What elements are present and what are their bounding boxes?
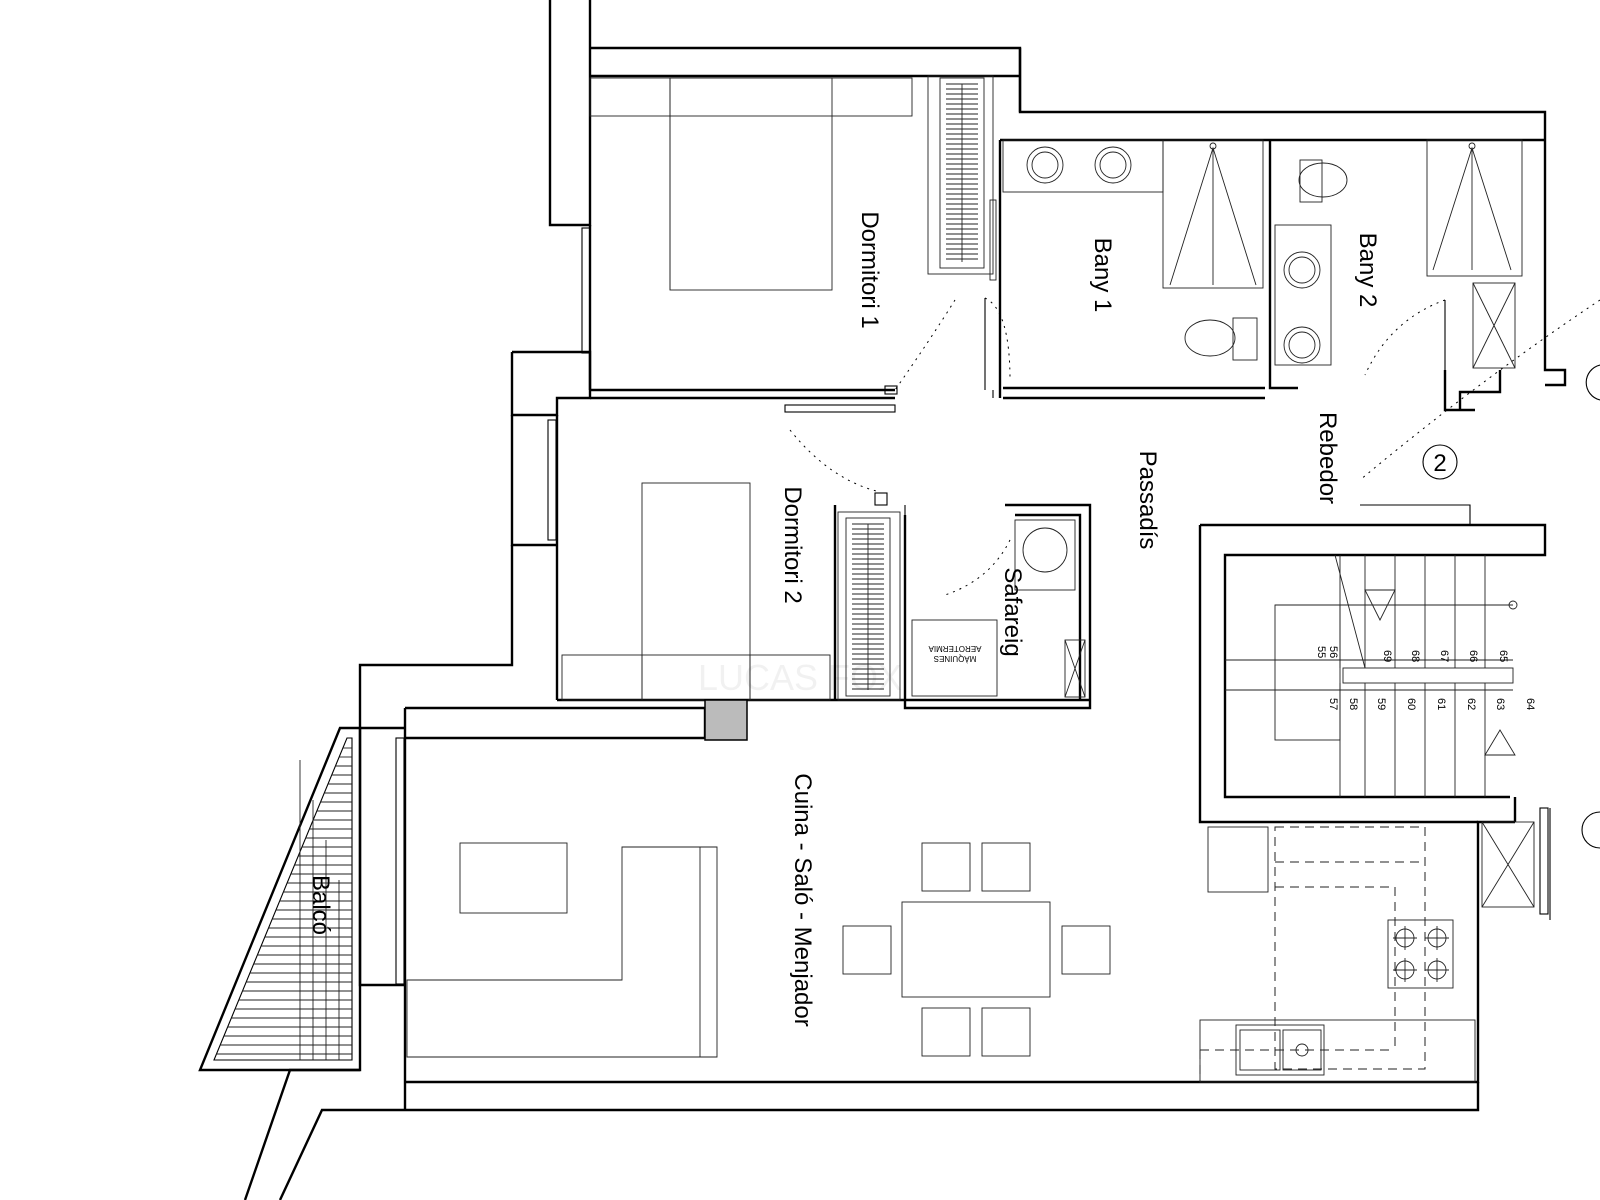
step-number: 67 [1438, 650, 1450, 662]
step-number: 58 [1347, 698, 1359, 710]
step-number: 64 [1524, 698, 1536, 710]
room-labels: Dormitori 1 Bany 1 Bany 2 Rebedor Passad… [307, 211, 1381, 1026]
step-number: 59 [1375, 698, 1387, 710]
step-number: 55 [1315, 646, 1327, 658]
bathroom-2-fixtures [1274, 139, 1523, 376]
label-dormitori-1: Dormitori 1 [856, 211, 883, 328]
label-safareig: Safareig [999, 567, 1026, 656]
bedroom-2-furniture [561, 404, 906, 741]
living-dining-furniture [406, 842, 1111, 1058]
laundry-fixtures: MÀQUINES AEROTERMIA [911, 519, 1086, 698]
label-dormitori-2: Dormitori 2 [779, 486, 806, 603]
step-number: 66 [1467, 650, 1479, 662]
entrance-marker-circle [1422, 444, 1458, 480]
step-number: 68 [1409, 650, 1421, 662]
label-bany-2: Bany 2 [1354, 233, 1381, 308]
bathroom-1-fixtures [984, 139, 1264, 398]
watermark: LUCAS FOX [698, 657, 902, 698]
windows [395, 227, 1549, 985]
label-cuina-salo-menjador: Cuina - Saló - Menjador [789, 773, 816, 1026]
machines-label-2: AEROTERMIA [928, 644, 982, 653]
step-number: 63 [1494, 698, 1506, 710]
step-number: 60 [1405, 698, 1417, 710]
label-rebedor: Rebedor [1314, 412, 1341, 504]
step-number: 69 [1381, 650, 1393, 662]
bedroom-1-furniture [589, 75, 997, 395]
label-balco: Balcó [307, 875, 334, 935]
step-number: 65 [1497, 650, 1509, 662]
label-bany-1: Bany 1 [1089, 238, 1116, 313]
step-number: 61 [1435, 698, 1447, 710]
balcony [198, 726, 362, 1072]
entrance-area: 2 [1359, 299, 1600, 849]
entrance-marker: 2 [1433, 450, 1446, 477]
machines-label-1: MÀQUINES [934, 654, 977, 663]
step-number: 62 [1465, 698, 1477, 710]
step-number: 56 [1327, 646, 1339, 658]
kitchen [1199, 808, 1551, 1083]
label-passadis: Passadís [1134, 451, 1161, 550]
step-number: 57 [1327, 698, 1339, 710]
